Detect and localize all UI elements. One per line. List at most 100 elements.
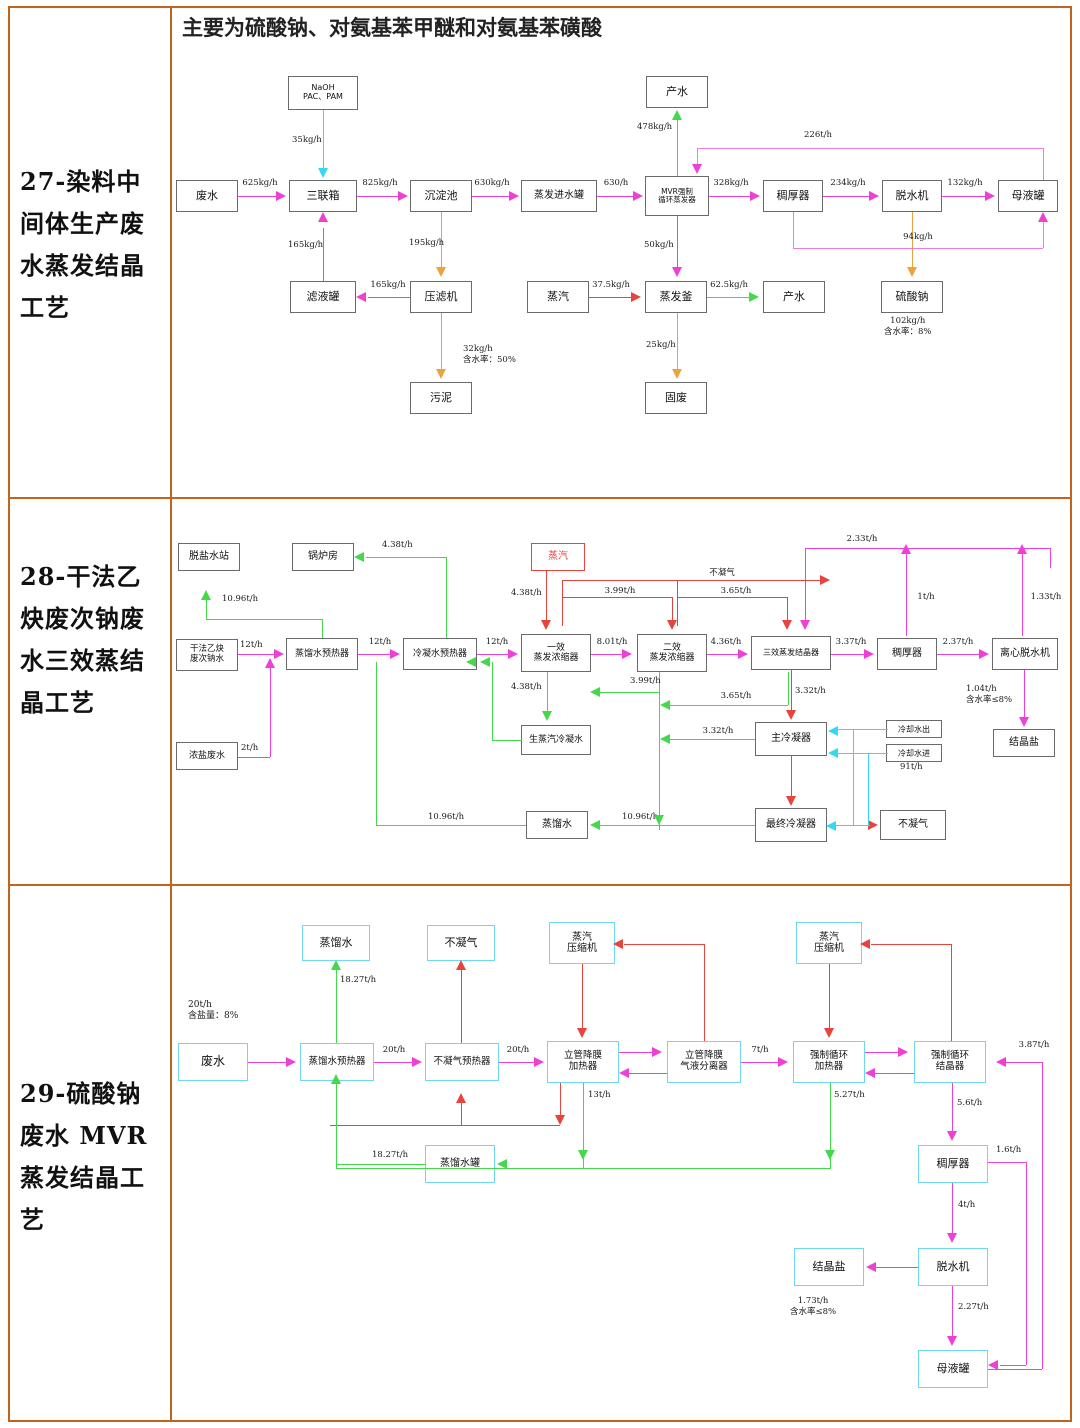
conn-29-noncond-falling <box>499 1062 535 1063</box>
label-29-distill-tank-in: 18.27t/h <box>371 1150 409 1160</box>
conn-28-boiler-v <box>446 557 447 638</box>
conn-29-mother-recycle-h2 <box>988 1369 1042 1370</box>
conn-27-press-filtrate <box>368 297 410 298</box>
table-outer-border <box>8 6 1072 1422</box>
node-29-distill-tank: 蒸馏水罐 <box>425 1145 495 1183</box>
conn-28-top-recycle-h <box>805 548 1050 549</box>
arrow-27-thick-dehy <box>869 191 879 201</box>
conn-29-mother-recycle-v <box>1042 1062 1043 1369</box>
conn-29-thick-recycle-h2 <box>1000 1365 1026 1366</box>
label-28-acetylene: 12t/h <box>240 640 263 650</box>
label-29-crystal-out: 1.73t/h 含水率≤8% <box>790 1296 837 1317</box>
node-28-cooling-water-in: 冷却水进 <box>886 744 942 762</box>
arrow-28-noncond <box>820 575 830 585</box>
conn-29-thick-recycle-h <box>988 1162 1026 1163</box>
conn-29-tank-to-left <box>336 1164 426 1165</box>
conn-28-eff2-vapor-h <box>562 597 672 598</box>
label-28-maincond: 3.32t/h <box>702 726 734 736</box>
arrow-28-preheat-cond <box>390 649 400 659</box>
node-29-mother-tank: 母液罐 <box>918 1350 988 1388</box>
label-28-eff1-eff2: 8.01t/h <box>596 637 628 647</box>
label-27-kettle-solid: 25kg/h <box>646 340 676 350</box>
label-27-mother-recycle: 226t/h <box>804 130 832 140</box>
conn-28-eff3-cond-v <box>788 672 789 705</box>
node-29-wastewater: 废水 <box>178 1043 248 1081</box>
arrow-27-ww-triple <box>276 191 286 201</box>
arrow-28-cool-main <box>828 726 838 736</box>
arrow-27-dehy-mother <box>985 191 995 201</box>
arrow-29-forced-crys <box>898 1047 908 1057</box>
conn-28-noncond-h <box>562 580 827 581</box>
conn-29-falling-sep <box>619 1052 653 1053</box>
node-27-evap-feed-tank: 蒸发进水罐 <box>521 180 597 212</box>
node-28-raw-steam-condensate: 生蒸汽冷凝水 <box>521 725 591 755</box>
node-27-steam: 蒸汽 <box>527 281 589 313</box>
label-27-naoh-dose: 35kg/h <box>292 135 322 145</box>
conn-27-thick-bottom-h <box>793 248 1043 249</box>
conn-28-rawcond-v <box>492 662 493 740</box>
conn-29-dehy-crystal <box>876 1267 918 1268</box>
conn-29-falling-red-v <box>461 1100 462 1125</box>
conn-28-preheat-cond <box>358 654 390 655</box>
label-29-forced-527: 5.27t/h <box>834 1090 865 1100</box>
label-28-eff1-cond: 4.38t/h <box>511 682 542 692</box>
arrow-29-tank-left-up <box>331 1074 341 1084</box>
page-title: 主要为硫酸钠、对氨基苯甲醚和对氨基苯磺酸 <box>182 15 602 40</box>
arrow-29-comp2-down <box>824 1028 834 1038</box>
node-28-main-condenser: 主冷凝器 <box>755 722 827 756</box>
conn-28-eff3-cond-h <box>670 705 788 706</box>
node-29-noncond-preheater: 不凝气预热器 <box>425 1043 499 1081</box>
conn-28-eff2-vapor-v2 <box>672 597 673 624</box>
conn-29-comp2-down <box>829 964 830 1032</box>
conn-29-comp2-loop-v <box>951 944 952 1041</box>
arrow-29-preheat-noncond <box>412 1057 422 1067</box>
arrow-29-thick-recycle <box>988 1360 998 1370</box>
label-28-boiler: 4.38t/h <box>382 540 413 550</box>
conn-27-mother-recycle-v1 <box>1043 148 1044 180</box>
label-28-noncond: 不凝气 <box>709 568 735 578</box>
label-27-dehy-mother: 132kg/h <box>947 178 983 188</box>
label-29-feed: 20t/h 含盐量：8% <box>188 1000 239 1022</box>
arrow-29-ww-preheat <box>286 1057 296 1067</box>
conn-27-dehy-mother <box>942 196 987 197</box>
conn-28-eff3-thick <box>831 654 865 655</box>
conn-28-top-recycle-v-eff3 <box>805 548 806 624</box>
conn-29-ww-preheat <box>248 1062 288 1063</box>
row-label-27-text: 27-染料中间体生产废水蒸发结晶工艺 <box>20 167 145 322</box>
arrow-28-cool-final <box>826 821 836 831</box>
conn-29-dehy-mother <box>952 1286 953 1336</box>
label-28-thick-centri: 2.37t/h <box>942 637 974 647</box>
node-27-product-water-top: 产水 <box>646 76 708 108</box>
label-29-thick-dehy: 4t/h <box>958 1200 976 1210</box>
node-27-evap-kettle: 蒸发釜 <box>645 281 707 313</box>
node-29-dehydrator: 脱水机 <box>918 1248 988 1286</box>
arrow-28-steam-eff1 <box>541 620 551 630</box>
label-28-eff3-maincond: 3.32t/h <box>795 686 826 696</box>
conn-29-forced-green <box>830 1083 831 1168</box>
label-27-mvr-kettle: 50kg/h <box>644 240 674 250</box>
label-28-cond-eff1: 12t/h <box>485 637 509 647</box>
conn-28-eff2-cond-h <box>600 692 659 693</box>
conn-28-steam-eff1 <box>546 571 547 624</box>
conn-29-green-bottom-h <box>336 1168 831 1169</box>
node-29-forced-crystallizer: 强制循环 结晶器 <box>914 1041 986 1083</box>
conn-28-eff2-vapor-v1 <box>562 597 563 624</box>
node-27-filtrate-tank: 滤液罐 <box>290 281 356 313</box>
arrow-28-eff3-thick <box>864 649 874 659</box>
conn-27-mvr-thick <box>709 196 751 197</box>
conn-28-noncond-v2 <box>677 580 678 626</box>
conn-28-eff3-maincond <box>791 670 792 712</box>
node-28-noncondensable: 不凝气 <box>880 810 946 840</box>
label-28-crystal-out: 1.04t/h 含水率≤8% <box>966 684 1013 705</box>
conn-28-centri-crystal <box>1024 670 1025 720</box>
conn-28-cool-v1 <box>853 729 854 825</box>
label-29-crystallizer-recycle: 3.87t/h <box>1018 1040 1050 1050</box>
conn-28-eff2-cond-v <box>659 672 660 830</box>
conn-28-distill-out-v <box>376 662 377 825</box>
conn-27-naoh-dose <box>323 110 324 170</box>
arrow-29-into-tank <box>497 1159 507 1169</box>
arrow-27-sed-press <box>436 267 446 277</box>
arrow-27-mother-recycle <box>692 164 702 174</box>
node-27-triple-tank: 三联箱 <box>289 180 357 212</box>
conn-27-mvr-water <box>677 120 678 176</box>
